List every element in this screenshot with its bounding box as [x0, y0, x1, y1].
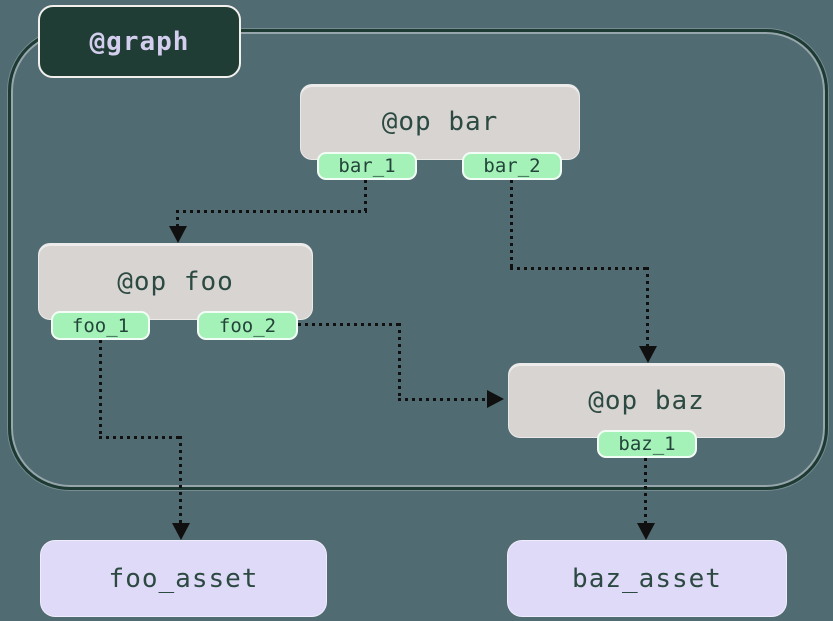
edge-foo1-to-fooasset-arrowhead-icon	[172, 523, 190, 540]
edge-bar1-to-foo-segment	[176, 210, 179, 228]
output-tab-foo-1: foo_1	[51, 311, 150, 340]
op-bar-label: @op bar	[381, 107, 499, 137]
op-node-bar: @op bar	[300, 84, 580, 160]
edge-foo2-to-baz-arrowhead-icon	[487, 390, 504, 408]
op-node-foo: @op foo	[38, 243, 313, 320]
edge-bar1-to-foo-segment	[176, 210, 367, 213]
graph-label: @graph	[38, 5, 241, 78]
edge-baz1-to-bazasset-arrowhead-icon	[637, 523, 655, 540]
edge-bar2-to-baz-arrowhead-icon	[639, 346, 657, 363]
edge-foo2-to-baz-segment	[398, 323, 401, 401]
edge-foo1-to-fooasset-segment	[99, 436, 182, 439]
output-tab-foo-2: foo_2	[197, 311, 298, 340]
asset-node-foo-asset: foo_asset	[40, 540, 327, 617]
output-tab-bar-1: bar_1	[317, 152, 417, 180]
output-tab-foo-2-label: foo_2	[218, 314, 277, 337]
edge-baz1-to-bazasset-segment	[644, 458, 647, 525]
edge-foo2-to-baz-segment	[298, 323, 401, 326]
op-foo-label: @op foo	[117, 266, 234, 297]
edge-bar2-to-baz-segment	[646, 267, 649, 347]
op-baz-label: @op baz	[588, 385, 705, 416]
output-tab-foo-1-label: foo_1	[71, 314, 130, 337]
asset-node-baz-asset: baz_asset	[507, 540, 787, 617]
asset-foo-label: foo_asset	[108, 563, 259, 594]
edge-foo2-to-baz-segment	[398, 398, 488, 401]
edge-bar1-to-foo-segment	[364, 180, 367, 213]
output-tab-bar-2: bar_2	[462, 152, 562, 180]
graph-boundary	[8, 29, 828, 490]
edge-foo1-to-fooasset-segment	[99, 340, 102, 439]
edge-bar1-to-foo-arrowhead-icon	[169, 226, 187, 243]
edge-bar2-to-baz-segment	[510, 267, 649, 270]
output-tab-bar-1-label: bar_1	[338, 155, 396, 177]
graph-label-text: @graph	[89, 26, 190, 57]
edge-bar2-to-baz-segment	[510, 180, 513, 270]
asset-baz-label: baz_asset	[572, 563, 722, 594]
op-node-baz: @op baz	[508, 363, 785, 438]
output-tab-baz-1: baz_1	[597, 430, 697, 458]
output-tab-baz-1-label: baz_1	[618, 433, 676, 455]
output-tab-bar-2-label: bar_2	[483, 155, 541, 177]
edge-foo1-to-fooasset-segment	[179, 436, 182, 526]
